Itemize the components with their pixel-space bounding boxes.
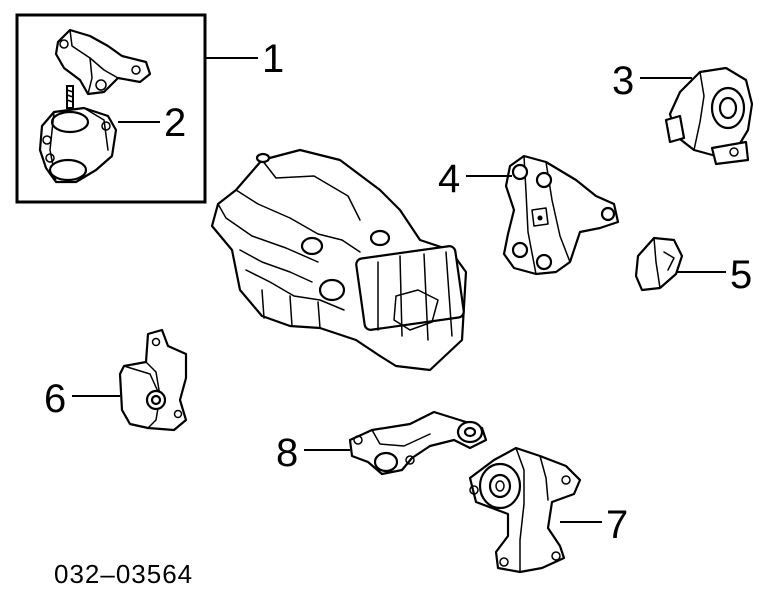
callout-8: 8 bbox=[276, 431, 298, 475]
diagram-code: 032–03564 bbox=[54, 559, 193, 589]
callout-1: 1 bbox=[262, 37, 284, 81]
part-7-transmission-mount bbox=[468, 446, 582, 574]
callout-2: 2 bbox=[164, 101, 186, 145]
part-5-stopper bbox=[634, 236, 684, 292]
part-6-front-mount bbox=[118, 328, 188, 432]
part-4-side-mount-bracket bbox=[502, 154, 620, 276]
part-1-mount-bracket bbox=[54, 28, 152, 96]
callout-7: 7 bbox=[606, 503, 628, 547]
group-box-1-2 bbox=[15, 13, 207, 204]
engine-assembly bbox=[210, 148, 468, 372]
part-3-rear-mount bbox=[664, 66, 754, 166]
callout-6: 6 bbox=[44, 377, 66, 421]
part-2-rubber-mount bbox=[38, 85, 118, 184]
callout-5: 5 bbox=[730, 253, 752, 297]
callout-3: 3 bbox=[612, 59, 634, 103]
part-8-torque-rod bbox=[348, 410, 488, 476]
callout-4: 4 bbox=[438, 157, 460, 201]
